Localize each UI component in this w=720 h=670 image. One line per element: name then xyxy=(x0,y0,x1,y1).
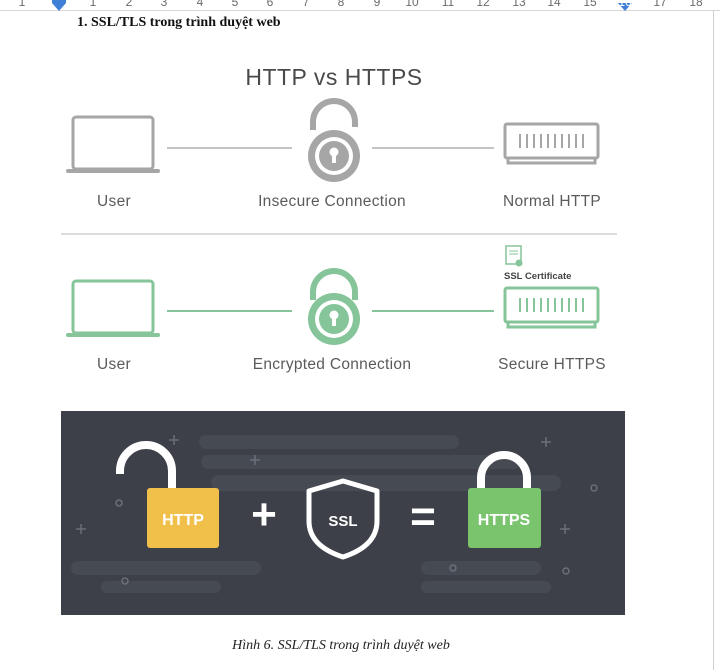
page-right-edge xyxy=(713,10,714,670)
ruler-number: 8 xyxy=(337,0,345,9)
equals-sign: = xyxy=(410,492,436,541)
ssl-certificate-label: SSL Certificate xyxy=(504,271,572,282)
section-heading: 1. SSL/TLS trong trình duyệt web xyxy=(77,15,281,30)
left-indent-marker-bar[interactable] xyxy=(52,0,66,3)
ruler: 1 1 2 3 4 5 6 7 8 9 10 11 12 13 14 15 16… xyxy=(0,0,720,11)
ruler-number: 17 xyxy=(653,0,667,9)
ruler-number: 15 xyxy=(583,0,597,9)
encrypted-connection-label: Encrypted Connection xyxy=(252,356,412,373)
banner-graphics: HTTP + SSL = HTTPS xyxy=(71,435,598,593)
plus-sign: + xyxy=(251,490,277,539)
figure-caption: Hình 6. SSL/TLS trong trình duyệt web xyxy=(232,638,450,653)
ruler-number: 1 xyxy=(18,0,26,9)
https-badge-text: HTTPS xyxy=(478,512,531,529)
figure-title: HTTP vs HTTPS xyxy=(245,64,423,90)
ruler-number: 7 xyxy=(302,0,310,9)
ruler-number: 14 xyxy=(547,0,561,9)
https-closed-lock-icon xyxy=(468,451,541,548)
secure-https-label: Secure HTTPS xyxy=(498,356,606,373)
bottom-user-label: User xyxy=(97,356,131,373)
top-user-label: User xyxy=(97,193,131,210)
insecure-connection-label: Insecure Connection xyxy=(258,193,406,210)
ruler-number: 13 xyxy=(512,0,526,9)
user-laptop-icon xyxy=(66,115,160,173)
http-ssl-https-banner: HTTP + SSL = HTTPS xyxy=(61,411,625,615)
server-icon xyxy=(503,122,600,165)
ruler-number: 3 xyxy=(160,0,168,9)
ruler-number: 4 xyxy=(196,0,204,9)
ruler-number: 1 xyxy=(89,0,97,9)
ruler-number: 18 xyxy=(689,0,703,9)
ruler-number: 2 xyxy=(125,0,133,9)
normal-http-label: Normal HTTP xyxy=(502,193,602,210)
ruler-number: 5 xyxy=(231,0,239,9)
http-badge-text: HTTP xyxy=(162,512,204,529)
http-open-lock-icon xyxy=(116,441,219,548)
certificate-icon xyxy=(505,245,523,267)
user-laptop-icon-secure xyxy=(66,279,160,337)
ruler-number: 12 xyxy=(476,0,490,9)
ruler-number: 6 xyxy=(266,0,274,9)
right-indent-marker[interactable] xyxy=(618,3,632,11)
locked-padlock-icon xyxy=(308,268,360,345)
ruler-number: 16 xyxy=(618,0,632,9)
secure-server-icon xyxy=(503,286,600,329)
ruler-number: 10 xyxy=(405,0,419,9)
ruler-number: 9 xyxy=(373,0,381,9)
ruler-number: 11 xyxy=(441,0,455,9)
first-line-indent-marker[interactable] xyxy=(52,3,66,11)
unlocked-padlock-icon xyxy=(308,98,360,182)
ssl-shield-text: SSL xyxy=(328,513,357,530)
ssl-shield-icon xyxy=(306,478,380,560)
